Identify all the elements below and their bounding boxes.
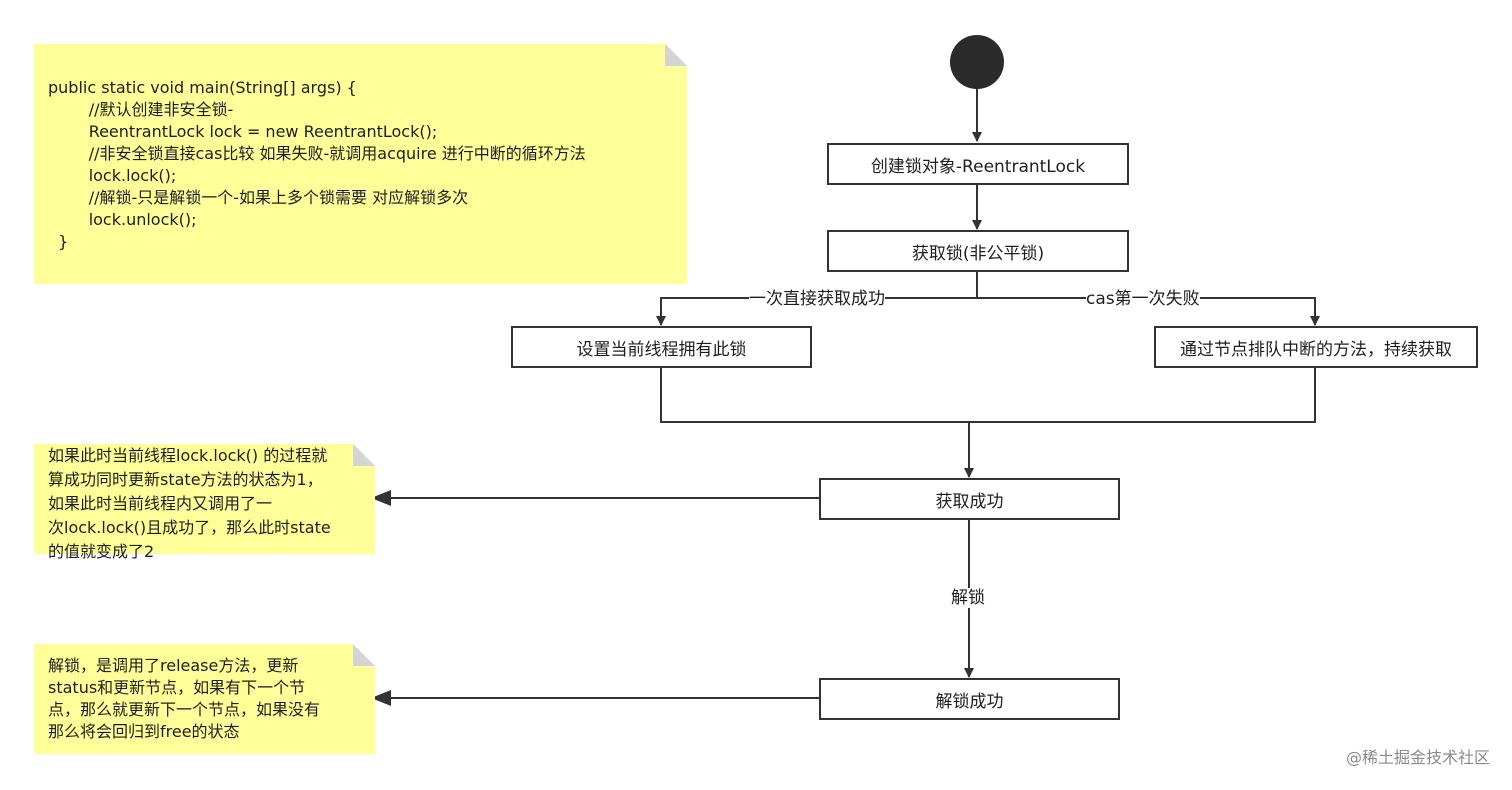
unlock-note: 解锁，是调用了release方法，更新 status和更新节点，如果有下一个节 … [34, 644, 375, 754]
note-line: status和更新节点，如果有下一个节 [48, 678, 306, 697]
edge-merge [660, 368, 1316, 423]
node-set-owner: 设置当前线程拥有此锁 [511, 326, 812, 368]
watermark: @稀土掘金技术社区 [1345, 748, 1490, 767]
note-line: 如果此时当前线程内又调用了一 [48, 494, 273, 513]
edge-label-first-success: 一次直接获取成功 [749, 289, 885, 309]
note-fold-icon [353, 644, 375, 666]
note-line: 解锁，是调用了release方法，更新 [48, 656, 299, 675]
code-line: } [48, 232, 69, 251]
note-line: 点，那么就更新下一个节点，如果没有 [48, 700, 321, 719]
start-node [950, 35, 1004, 89]
node-queue-acquire: 通过节点排队中断的方法，持续获取 [1154, 326, 1478, 368]
node-acquire-lock: 获取锁(非公平锁) [827, 230, 1129, 272]
note-line: 的值就变成了2 [48, 542, 155, 561]
code-note: public static void main(String[] args) {… [34, 44, 687, 284]
code-line: //非安全锁直接cas比较 如果失败-就调用acquire 进行中断的循环方法 [48, 144, 586, 163]
edge-label-cas-fail: cas第一次失败 [1086, 289, 1200, 309]
node-create-lock: 创建锁对象-ReentrantLock [827, 143, 1129, 185]
note-fold-icon [353, 444, 375, 466]
note-line: 算成功同时更新state方法的状态为1， [48, 470, 323, 489]
note-fold-icon [665, 44, 687, 66]
code-line: lock.unlock(); [48, 210, 197, 229]
acquire-note: 如果此时当前线程lock.lock() 的过程就 算成功同时更新state方法的… [34, 444, 375, 561]
note-line: 次lock.lock()且成功了，那么此时state [48, 518, 331, 537]
edge-label-unlock: 解锁 [951, 588, 985, 608]
code-line: public static void main(String[] args) { [48, 78, 357, 97]
code-line: ReentrantLock lock = new ReentrantLock()… [48, 122, 438, 141]
note-line: 那么将会回归到free的状态 [48, 722, 240, 741]
node-acquire-success: 获取成功 [819, 478, 1120, 520]
code-line: lock.lock(); [48, 166, 177, 185]
code-line: //解锁-只是解锁一个-如果上多个锁需要 对应解锁多次 [48, 188, 469, 207]
code-line: //默认创建非安全锁- [48, 100, 234, 119]
node-unlock-success: 解锁成功 [819, 678, 1120, 720]
note-line: 如果此时当前线程lock.lock() 的过程就 [48, 446, 328, 465]
